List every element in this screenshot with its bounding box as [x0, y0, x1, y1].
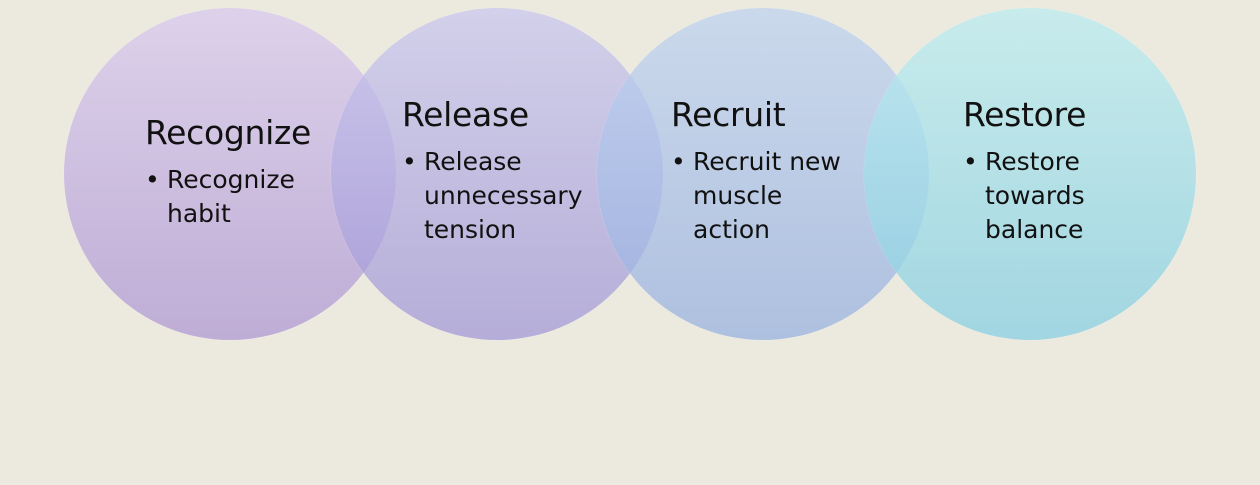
circle-restore — [864, 8, 1196, 340]
step-recognize: Recognize • Recognize habit — [145, 113, 311, 231]
step-bullet: • Recruit new muscle action — [671, 145, 841, 247]
step-title: Restore — [963, 95, 1087, 134]
step-bullet: • Restore towards balance — [963, 145, 1086, 247]
step-release: Release • Release unnecessary tension — [402, 95, 582, 247]
step-recruit: Recruit • Recruit new muscle action — [671, 95, 841, 247]
bullet-icon: • — [402, 147, 417, 176]
step-restore: Restore • Restore towards balance — [963, 95, 1086, 247]
step-title: Recognize — [145, 113, 312, 152]
step-title: Recruit — [671, 95, 786, 134]
step-title: Release — [402, 95, 529, 134]
step-bullet: • Recognize habit — [145, 163, 311, 231]
bullet-icon: • — [671, 147, 686, 176]
bullet-icon: • — [963, 147, 978, 176]
step-bullet: • Release unnecessary tension — [402, 145, 582, 247]
bullet-icon: • — [145, 165, 160, 194]
